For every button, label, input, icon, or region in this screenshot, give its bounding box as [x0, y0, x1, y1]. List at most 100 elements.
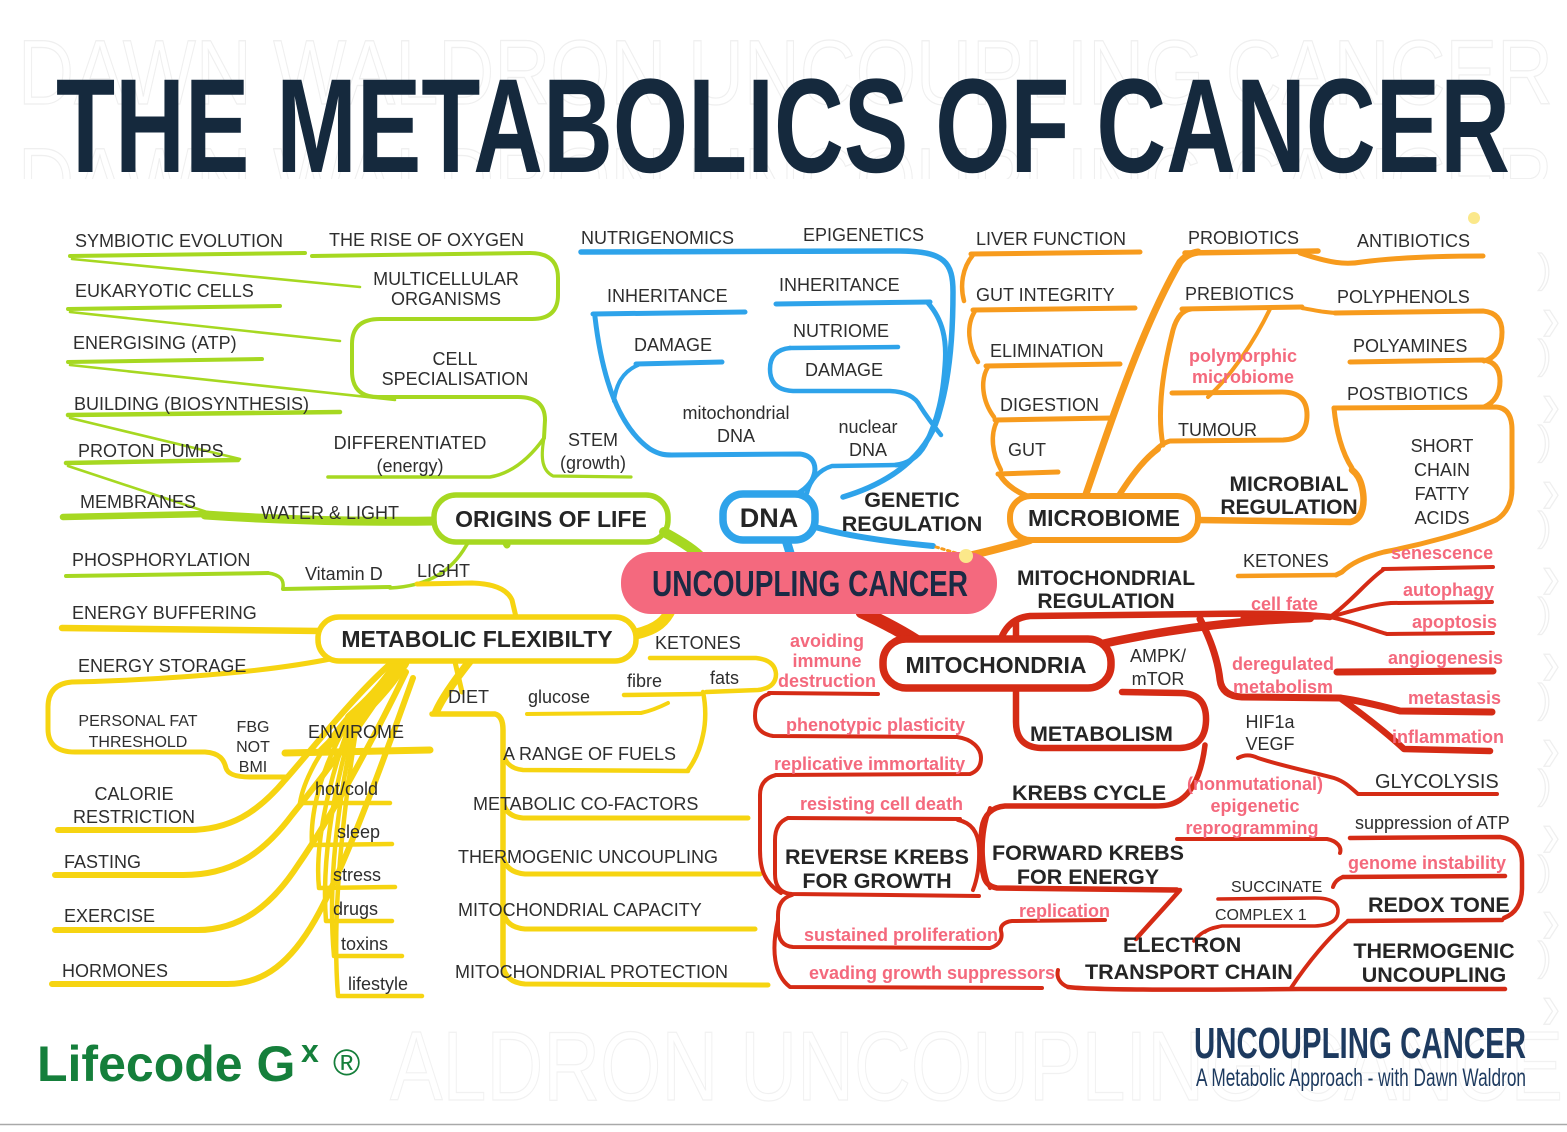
svg-text:): )	[1538, 935, 1551, 979]
svg-text:METABOLISM: METABOLISM	[1030, 722, 1173, 746]
svg-text:POSTBIOTICS: POSTBIOTICS	[1347, 384, 1468, 404]
svg-text:METABOLIC FLEXIBILTY: METABOLIC FLEXIBILTY	[341, 626, 612, 652]
svg-text:UNCOUPLING CANCER: UNCOUPLING CANCER	[1194, 1019, 1526, 1068]
svg-text:❯: ❯	[1540, 392, 1562, 423]
svg-text:nuclear: nuclear	[838, 417, 897, 437]
svg-text:SPECIALISATION: SPECIALISATION	[382, 369, 529, 389]
svg-text:DIGESTION: DIGESTION	[1000, 395, 1099, 415]
svg-text:(growth): (growth)	[560, 453, 626, 473]
svg-text:KETONES: KETONES	[655, 633, 741, 653]
svg-text:replication: replication	[1019, 901, 1110, 921]
svg-text:DNA: DNA	[740, 503, 799, 533]
svg-text:MITOCHONDRIAL: MITOCHONDRIAL	[1017, 567, 1195, 590]
svg-text:destruction: destruction	[778, 671, 876, 691]
svg-text:PHOSPHORYLATION: PHOSPHORYLATION	[72, 550, 250, 570]
svg-text:(energy): (energy)	[376, 456, 443, 476]
svg-text:toxins: toxins	[341, 934, 388, 954]
svg-text:ENVIROME: ENVIROME	[308, 722, 404, 742]
svg-text:autophagy: autophagy	[1403, 580, 1494, 600]
svg-text:STEM: STEM	[568, 430, 618, 450]
svg-text:LIVER FUNCTION: LIVER FUNCTION	[976, 229, 1126, 249]
svg-text:): )	[1538, 419, 1551, 463]
svg-text:FBG: FBG	[237, 719, 270, 736]
svg-text:THE METABOLICS OF CANCER: THE METABOLICS OF CANCER	[56, 52, 1510, 201]
svg-text:reprogramming: reprogramming	[1185, 818, 1318, 838]
svg-text:PROTON PUMPS: PROTON PUMPS	[78, 441, 224, 461]
svg-text:MEMBRANES: MEMBRANES	[80, 492, 196, 512]
svg-text:❯: ❯	[1540, 822, 1562, 853]
svg-text:UNCOUPLING CANCER: UNCOUPLING CANCER	[652, 563, 968, 604]
svg-text:MULTICELLULAR: MULTICELLULAR	[373, 269, 519, 289]
svg-text:DAWN WALDRON UNCOUPLING CANCER: DAWN WALDRON UNCOUPLING CANCER	[18, 22, 1553, 124]
svg-text:THE RISE OF OXYGEN: THE RISE OF OXYGEN	[329, 230, 524, 250]
svg-text:phenotypic plasticity: phenotypic plasticity	[786, 715, 965, 735]
svg-text:resisting cell death: resisting cell death	[800, 794, 963, 814]
svg-text:TUMOUR: TUMOUR	[1178, 420, 1257, 440]
svg-text:ENERGY STORAGE: ENERGY STORAGE	[78, 656, 246, 676]
svg-text:POLYAMINES: POLYAMINES	[1353, 336, 1467, 356]
svg-text:VEGF: VEGF	[1245, 734, 1294, 754]
svg-text:ENERGY BUFFERING: ENERGY BUFFERING	[72, 603, 257, 623]
svg-text:PROBIOTICS: PROBIOTICS	[1188, 228, 1299, 248]
svg-text:metastasis: metastasis	[1408, 688, 1501, 708]
svg-text:Lifecode G: Lifecode G	[37, 1036, 295, 1092]
svg-text:metabolism: metabolism	[1233, 677, 1333, 697]
svg-text:ELECTRON: ELECTRON	[1123, 933, 1241, 957]
svg-text:epigenetic: epigenetic	[1210, 796, 1299, 816]
svg-text:CALORIE: CALORIE	[94, 784, 173, 804]
svg-text:THRESHOLD: THRESHOLD	[89, 734, 188, 751]
svg-text:DNA: DNA	[717, 426, 755, 446]
svg-text:HORMONES: HORMONES	[62, 961, 168, 981]
svg-text:WATER & LIGHT: WATER & LIGHT	[261, 503, 399, 523]
svg-text:suppression of ATP: suppression of ATP	[1355, 813, 1510, 833]
svg-text:ELIMINATION: ELIMINATION	[990, 341, 1104, 361]
svg-text:DIET: DIET	[448, 687, 489, 707]
svg-text:evading growth suppressors: evading growth suppressors	[809, 963, 1055, 983]
svg-text:FASTING: FASTING	[64, 852, 141, 872]
svg-text:BMI: BMI	[239, 759, 267, 776]
svg-text:x: x	[301, 1033, 319, 1069]
svg-text:THERMOGENIC UNCOUPLING: THERMOGENIC UNCOUPLING	[458, 847, 718, 867]
svg-text:GUT INTEGRITY: GUT INTEGRITY	[976, 285, 1115, 305]
svg-text:avoiding: avoiding	[790, 631, 864, 651]
svg-text:CELL: CELL	[432, 349, 477, 369]
svg-text:): )	[1538, 333, 1551, 377]
svg-text:stress: stress	[333, 865, 381, 885]
svg-text:KREBS CYCLE: KREBS CYCLE	[1012, 781, 1166, 805]
svg-text:METABOLIC CO-FACTORS: METABOLIC CO-FACTORS	[473, 794, 698, 814]
svg-text:GUT: GUT	[1008, 440, 1046, 460]
svg-text:FOR ENERGY: FOR ENERGY	[1017, 865, 1159, 889]
svg-text:FORWARD KREBS: FORWARD KREBS	[992, 841, 1184, 865]
svg-text:sleep: sleep	[337, 822, 380, 842]
svg-text:DAWN WALDRON UNCOUPLING CANCER: DAWN WALDRON UNCOUPLING CANCER	[18, 130, 1553, 232]
svg-text:❯: ❯	[1540, 564, 1562, 595]
svg-text:sustained proliferation: sustained proliferation	[804, 925, 998, 945]
svg-text:glucose: glucose	[528, 687, 590, 707]
svg-text:genome instability: genome instability	[1348, 853, 1506, 873]
svg-text:REGULATION: REGULATION	[842, 512, 983, 536]
svg-text:DAMAGE: DAMAGE	[634, 335, 712, 355]
svg-text:FATTY: FATTY	[1415, 484, 1470, 504]
svg-text:INHERITANCE: INHERITANCE	[779, 275, 900, 295]
svg-text:COMPLEX 1: COMPLEX 1	[1215, 907, 1307, 924]
svg-text:mTOR: mTOR	[1132, 669, 1185, 689]
svg-text:MITOCHONDRIAL PROTECTION: MITOCHONDRIAL PROTECTION	[455, 962, 728, 982]
svg-text:EXERCISE: EXERCISE	[64, 906, 155, 926]
svg-text:❯: ❯	[1540, 908, 1562, 939]
svg-text:PREBIOTICS: PREBIOTICS	[1185, 284, 1294, 304]
svg-text:): )	[1538, 591, 1551, 635]
svg-text:SHORT: SHORT	[1411, 436, 1474, 456]
svg-text:): )	[1538, 505, 1551, 549]
svg-text:❯: ❯	[1540, 736, 1562, 767]
svg-text:replicative immortality: replicative immortality	[774, 754, 965, 774]
svg-text:fats: fats	[710, 668, 739, 688]
svg-text:RESTRICTION: RESTRICTION	[73, 807, 195, 827]
svg-text:UNCOUPLING: UNCOUPLING	[1362, 963, 1507, 987]
svg-text:MICROBIOME: MICROBIOME	[1028, 505, 1180, 531]
svg-text:❯: ❯	[1540, 306, 1562, 337]
svg-text:apoptosis: apoptosis	[1412, 612, 1497, 632]
svg-text:hot/cold: hot/cold	[315, 779, 378, 799]
svg-text:®: ®	[333, 1042, 360, 1083]
svg-text:EPIGENETICS: EPIGENETICS	[803, 225, 924, 245]
svg-text:microbiome: microbiome	[1192, 367, 1294, 387]
